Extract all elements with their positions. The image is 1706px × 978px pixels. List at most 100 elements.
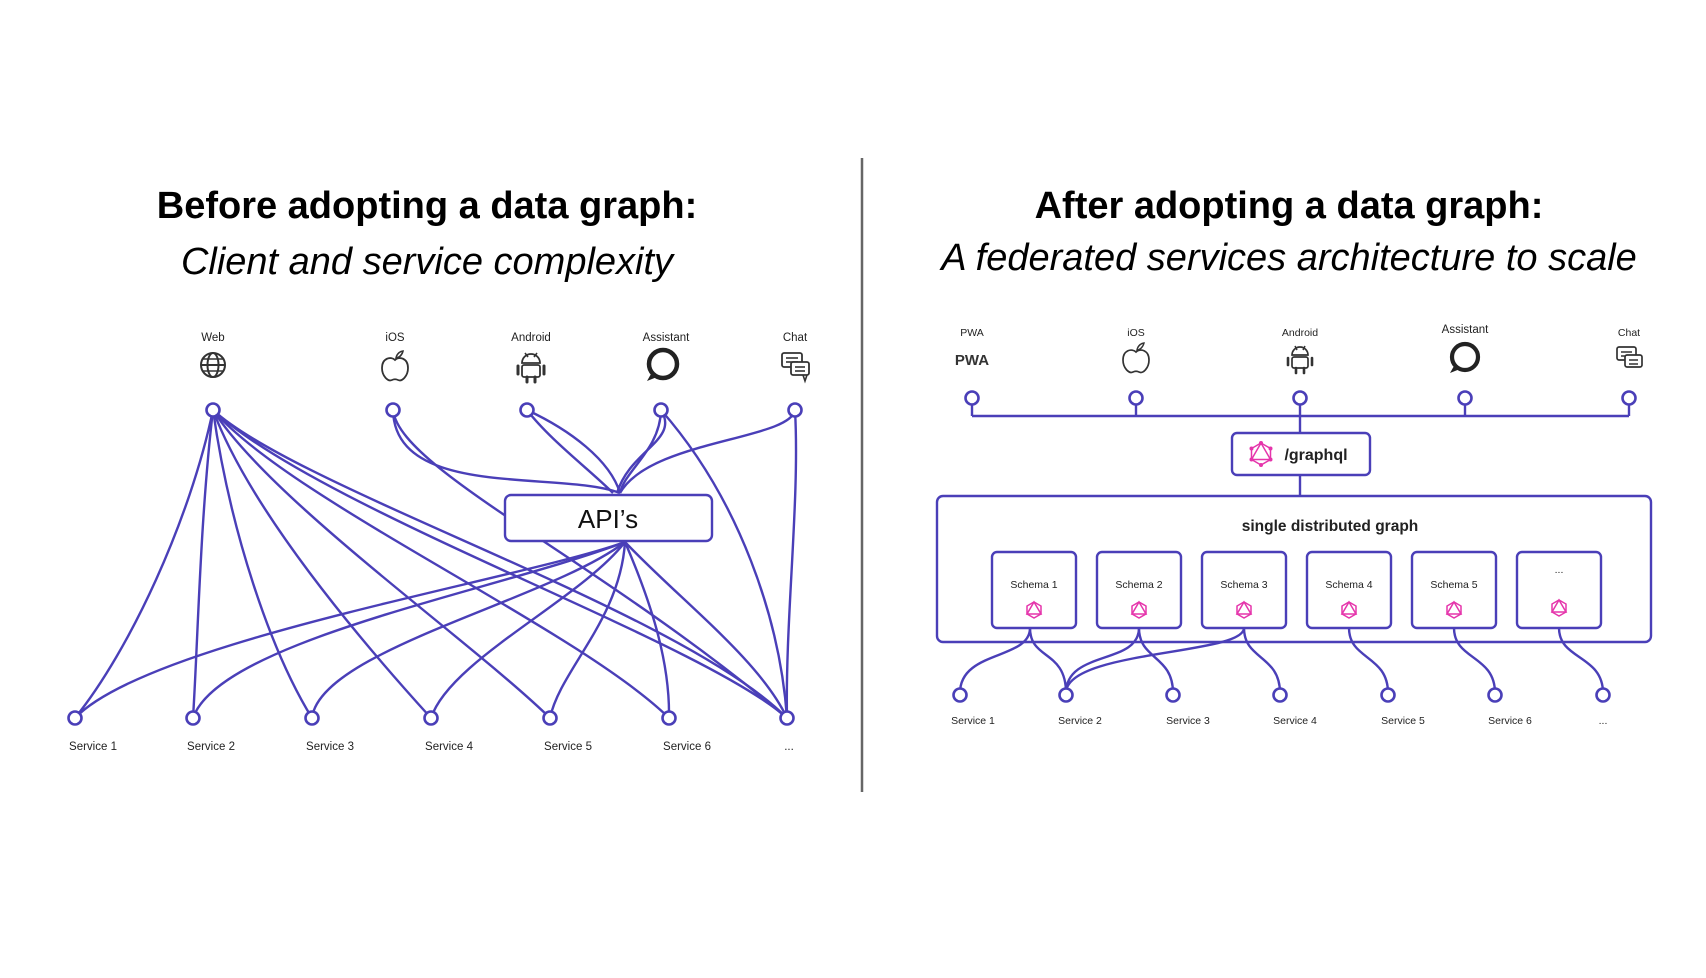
android-icon: [516, 352, 546, 384]
before-service-label-2: Service 2: [187, 741, 235, 753]
node-android: [1292, 390, 1308, 406]
node-assistant: [653, 402, 669, 418]
apple-icon: [381, 350, 409, 382]
globe-icon: [200, 352, 226, 378]
before-service-label-4: Service 4: [425, 741, 474, 753]
before-service-label-1: Service 1: [69, 741, 117, 753]
graphql-icon: [1025, 600, 1043, 619]
edge-api-s4: [429, 541, 626, 719]
schema-box-5: Schema 5: [1410, 550, 1498, 630]
before-title: Before adopting a data graph:: [157, 185, 697, 227]
edge-api-s1: [74, 540, 626, 719]
schema-label-5: Schema 5: [1430, 579, 1477, 591]
node-ios: [385, 402, 401, 418]
edge-web-s1: [74, 409, 215, 719]
before-service-label-6: Service 6: [663, 741, 711, 753]
after-subtitle: A federated services architecture to sca…: [939, 237, 1637, 279]
before-service-label-more: ...: [784, 741, 794, 753]
node-service-3: [1165, 687, 1181, 703]
after-client-nodes: [964, 390, 1637, 406]
schema-label-3: Schema 3: [1220, 579, 1267, 591]
before-client-label-android: Android: [511, 332, 551, 344]
before-client-label-assistant: Assistant: [643, 332, 690, 344]
node-service-1: [952, 687, 968, 703]
node-assistant: [1457, 390, 1473, 406]
before-edges: [74, 408, 798, 719]
node-service-6: [661, 710, 677, 726]
schema-label-more: ...: [1555, 564, 1564, 576]
edge-web-s4: [211, 409, 432, 719]
edge-chat-api: [618, 409, 797, 494]
graphql-icon: [1340, 600, 1358, 619]
schema-box-3: Schema 3: [1200, 550, 1288, 630]
before-client-label-chat: Chat: [783, 332, 808, 344]
node-service-more: [1595, 687, 1611, 703]
node-service-4: [423, 710, 439, 726]
android-icon: [1286, 345, 1314, 375]
edge-web-s7b: [212, 409, 788, 719]
after-client-label-pwa: PWA: [960, 327, 984, 339]
before-subtitle: Client and service complexity: [181, 241, 675, 283]
edge-android-api2: [526, 408, 622, 494]
after-title: After adopting a data graph:: [1035, 185, 1544, 227]
after-service-label-1: Service 1: [951, 715, 995, 727]
after-client-bus: [970, 405, 1631, 495]
schema-box-4: Schema 4: [1305, 550, 1393, 630]
edge-web-s5: [211, 409, 551, 719]
node-service-6: [1487, 687, 1503, 703]
node-ios: [1128, 390, 1144, 406]
after-client-label-chat: Chat: [1618, 327, 1640, 339]
after-service-label-3: Service 3: [1166, 715, 1210, 727]
edge-api-s6: [623, 541, 671, 719]
node-service-4: [1272, 687, 1288, 703]
node-android: [519, 402, 535, 418]
before-client-label-ios: iOS: [385, 332, 405, 344]
edge-api-s2: [191, 540, 626, 719]
after-service-label-6: Service 6: [1488, 715, 1532, 727]
alexa-ring-icon: [646, 347, 680, 381]
edge-chat-s7: [785, 409, 798, 719]
node-service-5: [542, 710, 558, 726]
after-service-label-5: Service 5: [1381, 715, 1425, 727]
schema-box-2: Schema 2: [1095, 550, 1183, 630]
node-service-3: [304, 710, 320, 726]
schema-box-1: Schema 1: [990, 550, 1078, 630]
edge-web-s7: [212, 409, 788, 719]
after-client-label-android: Android: [1282, 327, 1318, 339]
edge-api-s3: [310, 541, 626, 719]
api-box: [503, 493, 714, 543]
node-service-more: [779, 710, 795, 726]
after-service-edges: [958, 627, 1605, 694]
graphql-icon: [1249, 441, 1273, 467]
after-client-label-ios: iOS: [1127, 327, 1145, 339]
schema-label-2: Schema 2: [1115, 579, 1162, 591]
edge-web-s6: [212, 409, 670, 719]
graphql-gateway-box: [1230, 431, 1372, 477]
graphql-icon: [1550, 598, 1568, 617]
apple-icon: [1122, 342, 1150, 374]
node-service-2: [1058, 687, 1074, 703]
node-pwa: [964, 390, 980, 406]
edge-api-s5: [548, 541, 627, 719]
chat-icon: [1616, 346, 1643, 368]
edge-api-s7: [624, 541, 789, 719]
after-service-label-2: Service 2: [1058, 715, 1102, 727]
node-chat: [1621, 390, 1637, 406]
api-label: API’s: [578, 504, 638, 534]
before-client-label-web: Web: [201, 332, 224, 344]
edge-web-s3: [211, 409, 314, 719]
chat-icon: [781, 352, 810, 384]
node-service-2: [185, 710, 201, 726]
graphql-icon: [1235, 600, 1253, 619]
graphql-icon: [1445, 600, 1463, 619]
edge-android-api: [526, 409, 614, 494]
alexa-ring-icon: [1449, 341, 1481, 373]
before-service-label-5: Service 5: [544, 741, 592, 753]
graphql-gateway-label: /graphql: [1284, 447, 1347, 464]
node-web: [205, 402, 221, 418]
before-service-nodes: [67, 710, 795, 726]
edge-assistant-api2: [618, 409, 663, 494]
schema-label-1: Schema 1: [1010, 579, 1057, 591]
before-service-label-3: Service 3: [306, 741, 354, 753]
